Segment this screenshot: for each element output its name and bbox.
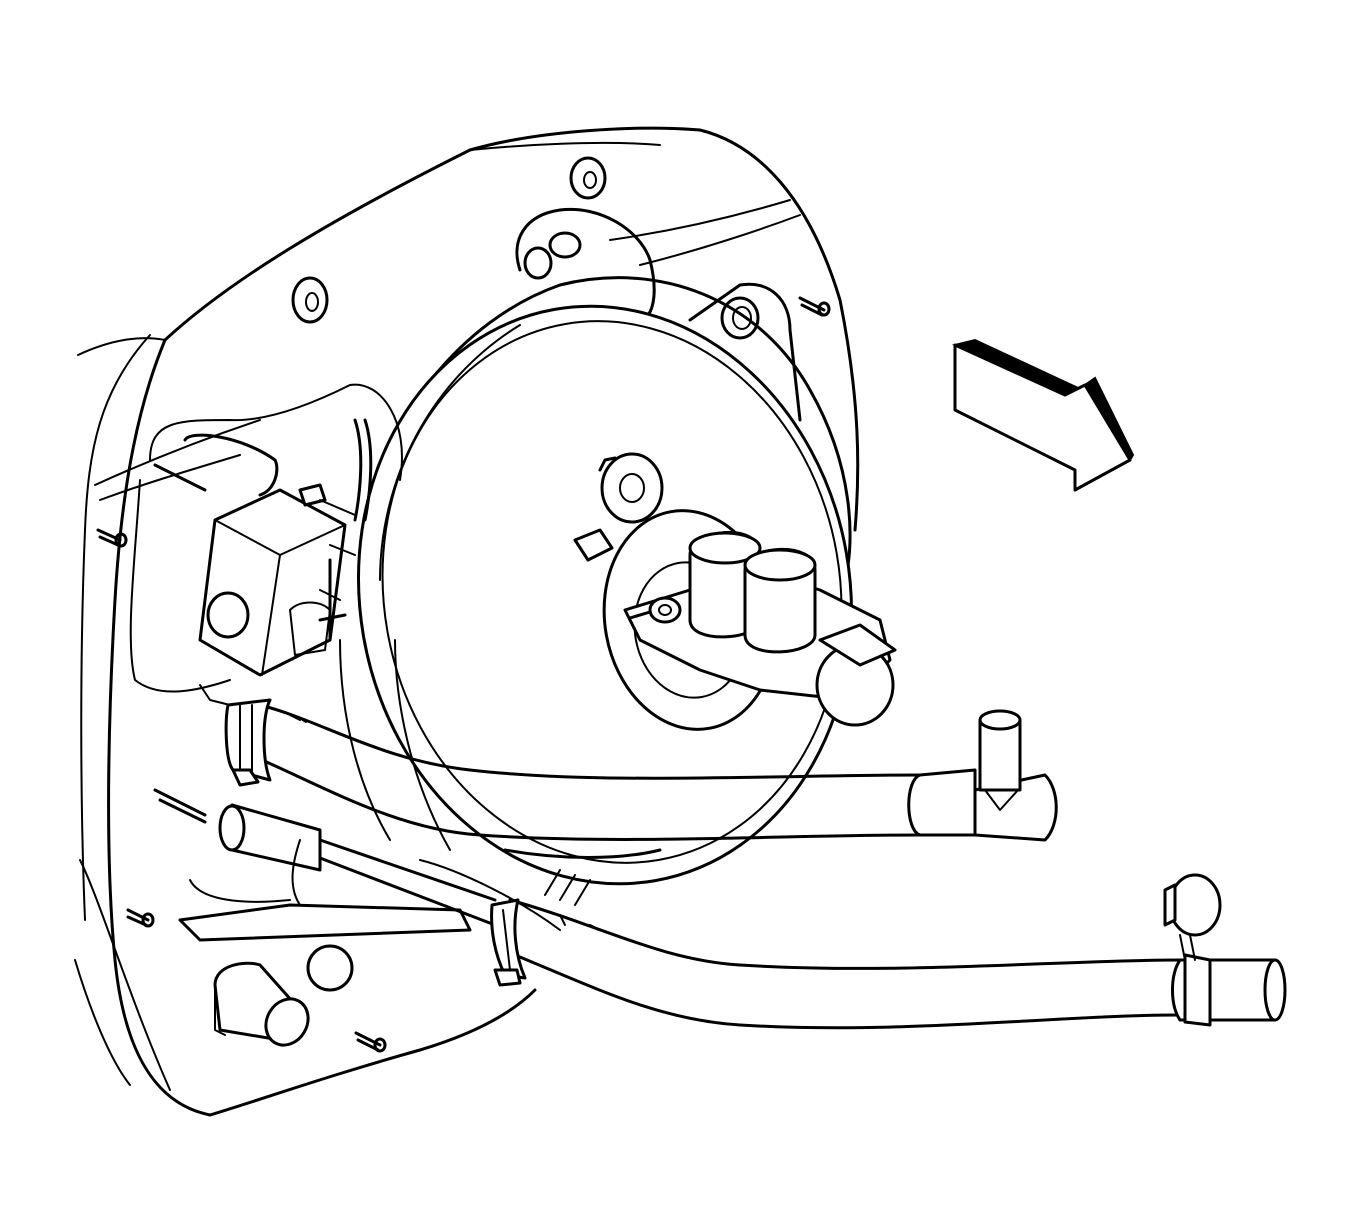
master-cylinder bbox=[623, 531, 897, 727]
valve-assembly bbox=[129, 383, 403, 824]
booster-mounting-bracket-right bbox=[688, 282, 802, 422]
lower-panel-details bbox=[178, 839, 662, 1047]
direction-arrow-icon bbox=[951, 338, 1135, 492]
upper-vacuum-hose bbox=[224, 698, 1058, 842]
booster-check-valve bbox=[573, 452, 664, 562]
panel-studs bbox=[96, 296, 831, 1053]
booster-mounting-bracket-top bbox=[515, 207, 656, 322]
firewall-panel bbox=[74, 126, 860, 1117]
lower-vacuum-hose bbox=[218, 803, 1287, 1030]
panel-mounting-holes bbox=[291, 156, 607, 324]
